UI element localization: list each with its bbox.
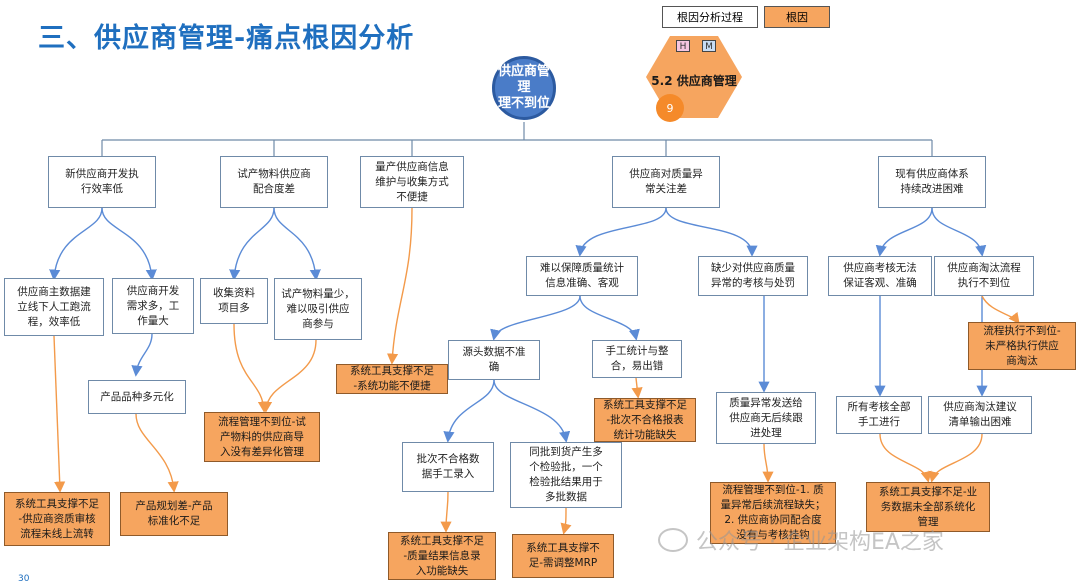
node-new-supplier-efficiency: 新供应商开发执 行效率低	[48, 156, 156, 208]
watermark: 公众号 · 企业架构EA之家	[658, 524, 944, 556]
node-lack-assessment: 缺少对供应商质量 异常的考核与处罚	[698, 256, 808, 296]
node-multi-inspection-lots: 同批到货产生多 个检验批，一个 检验批结果用于 多批数据	[510, 442, 622, 508]
wechat-icon	[658, 528, 688, 552]
node-batch-manual-entry: 批次不合格数 据手工录入	[402, 442, 494, 492]
page-number: 30	[18, 574, 30, 584]
root-cause-batch-report: 系统工具支撑不足 -批次不合格报表 统计功能缺失	[594, 398, 696, 442]
node-dev-demand-heavy: 供应商开发 需求多，工 作量大	[112, 278, 194, 334]
root-cause-mrp-adjust: 系统工具支撑不 足-需调整MRP	[512, 534, 614, 578]
node-manual-assessment: 所有考核全部 手工进行	[836, 396, 922, 434]
root-cause-system-inconvenient: 系统工具支撑不足 -系统功能不便捷	[336, 364, 448, 394]
node-product-diversity: 产品品种多元化	[88, 380, 186, 414]
node-supplier-quality-attention: 供应商对质量异 常关注差	[612, 156, 720, 208]
watermark-text: 公众号 · 企业架构EA之家	[696, 530, 944, 555]
node-trial-supplier-cooperation: 试产物料供应商 配合度差	[220, 156, 328, 208]
root-cause-product-planning: 产品规划差-产品 标准化不足	[120, 492, 228, 536]
node-elimination-list: 供应商淘汰建议 清单输出困难	[928, 396, 1032, 434]
page-title: 三、供应商管理-痛点根因分析	[38, 23, 415, 54]
root-cause-trial-differentiation: 流程管理不到位-试 产物料的供应商导 入没有差异化管理	[204, 412, 320, 462]
root-cause-quality-process: 流程管理不到位-1. 质 量异常后续流程缺失； 2. 供应商协同配合度 没有与考…	[710, 482, 836, 544]
node-supplier-improvement: 现有供应商体系 持续改进困难	[878, 156, 986, 208]
tag-h: H	[676, 40, 690, 52]
node-source-data-inaccurate: 源头数据不准 确	[448, 340, 540, 380]
center-topic: 供应商管理 理不到位	[492, 56, 556, 120]
root-cause-quality-entry: 系统工具支撑不足 -质量结果信息录 入功能缺失	[388, 532, 496, 580]
category-label: 5.2 供应商管理	[651, 74, 737, 88]
root-cause-qualification-offline: 系统工具支撑不足 -供应商资质审核 流程未线上流转	[4, 492, 110, 546]
node-mass-supplier-info: 量产供应商信息 维护与收集方式 不便捷	[360, 156, 464, 208]
root-cause-data-systemization: 系统工具支撑不足-业 务数据未全部系统化 管理	[866, 482, 990, 532]
node-quality-stat-accuracy: 难以保障质量统计 信息准确、客观	[526, 256, 638, 296]
tag-m: M	[702, 40, 716, 52]
node-many-documents: 收集资料 项目多	[200, 278, 268, 324]
root-cause-elimination-execution: 流程执行不到位- 未严格执行供应 商淘汰	[968, 322, 1076, 370]
node-master-data-offline: 供应商主数据建 立线下人工跑流 程，效率低	[4, 278, 104, 336]
legend-root: 根因	[764, 6, 830, 28]
node-no-followup: 质量异常发送给 供应商无后续跟 进处理	[716, 392, 816, 444]
node-trial-volume-small: 试产物料量少， 难以吸引供应 商参与	[274, 278, 362, 340]
legend-process: 根因分析过程	[662, 6, 758, 28]
count-badge: 9	[656, 94, 684, 122]
node-elimination-process: 供应商淘汰流程 执行不到位	[934, 256, 1034, 296]
node-manual-stat-error: 手工统计与整 合，易出错	[592, 340, 682, 378]
node-assessment-objective: 供应商考核无法 保证客观、准确	[828, 256, 932, 296]
